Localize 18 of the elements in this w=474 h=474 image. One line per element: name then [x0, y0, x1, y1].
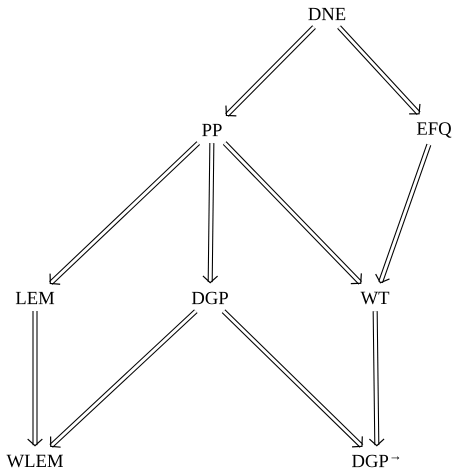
implication-arrow: [48, 141, 200, 285]
node-label: WLEM: [6, 454, 63, 468]
implication-arrow: [27, 311, 43, 446]
implication-arrow: [375, 144, 432, 284]
node-label: EFQ: [416, 122, 452, 138]
implication-arrow: [369, 311, 384, 446]
node-label: DGP$^{→}$: [352, 454, 400, 468]
implication-arrow: [225, 25, 316, 117]
implication-arrow: [222, 141, 362, 285]
node-label: DNE: [308, 8, 346, 20]
node-label: LEM: [16, 292, 54, 304]
node-label: DGP: [192, 292, 228, 304]
implication-arrow: [337, 25, 421, 116]
implication-arrow: [202, 143, 218, 284]
implication-arrow: [222, 309, 364, 448]
node-label: PP: [202, 124, 222, 136]
implication-arrow: [49, 309, 198, 448]
node-label: WT: [360, 292, 390, 304]
